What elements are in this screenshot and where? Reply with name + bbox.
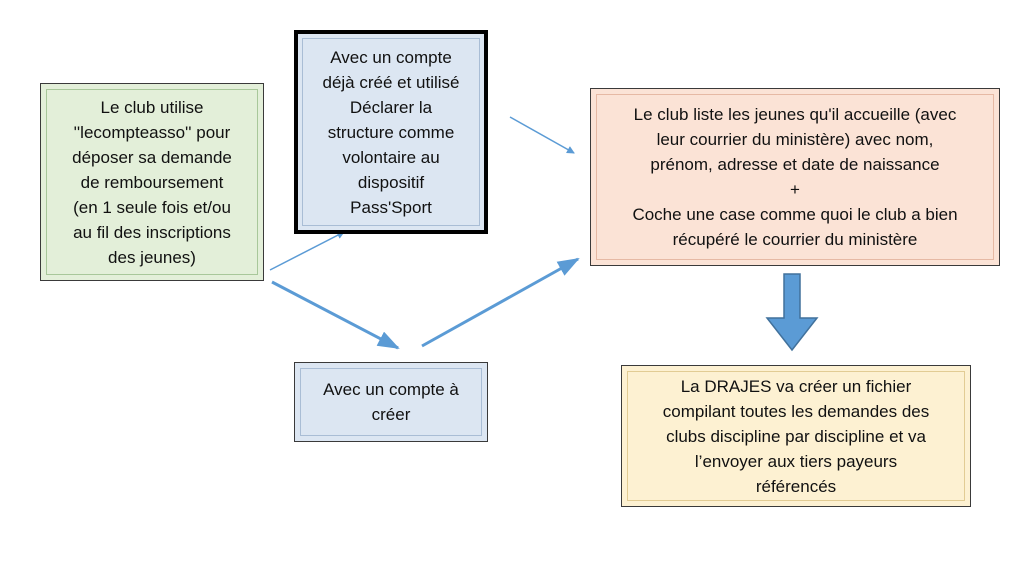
- node-existing-account: Avec un compte déjà créé et utilisé Décl…: [294, 30, 488, 234]
- arrow-club-to-existing-account: [269, 231, 345, 271]
- node-club-request-text: Le club utilise ''lecompteasso'' pour dé…: [46, 89, 258, 275]
- node-drajes-text: La DRAJES va créer un fichier compilant …: [627, 371, 965, 501]
- node-club-request: Le club utilise ''lecompteasso'' pour dé…: [40, 83, 264, 281]
- block-arrow-down-icon: [765, 273, 819, 352]
- arrow-existing-account-to-list: [509, 116, 575, 154]
- arrow-new-account-to-list: [421, 257, 580, 348]
- arrow-club-to-new-account: [271, 280, 400, 350]
- node-new-account-text: Avec un compte à créer: [300, 368, 482, 436]
- node-existing-account-text: Avec un compte déjà créé et utilisé Décl…: [302, 38, 480, 226]
- node-drajes: La DRAJES va créer un fichier compilant …: [621, 365, 971, 507]
- node-new-account: Avec un compte à créer: [294, 362, 488, 442]
- node-club-list: Le club liste les jeunes qu'il accueille…: [590, 88, 1000, 266]
- node-club-list-text: Le club liste les jeunes qu'il accueille…: [596, 94, 994, 260]
